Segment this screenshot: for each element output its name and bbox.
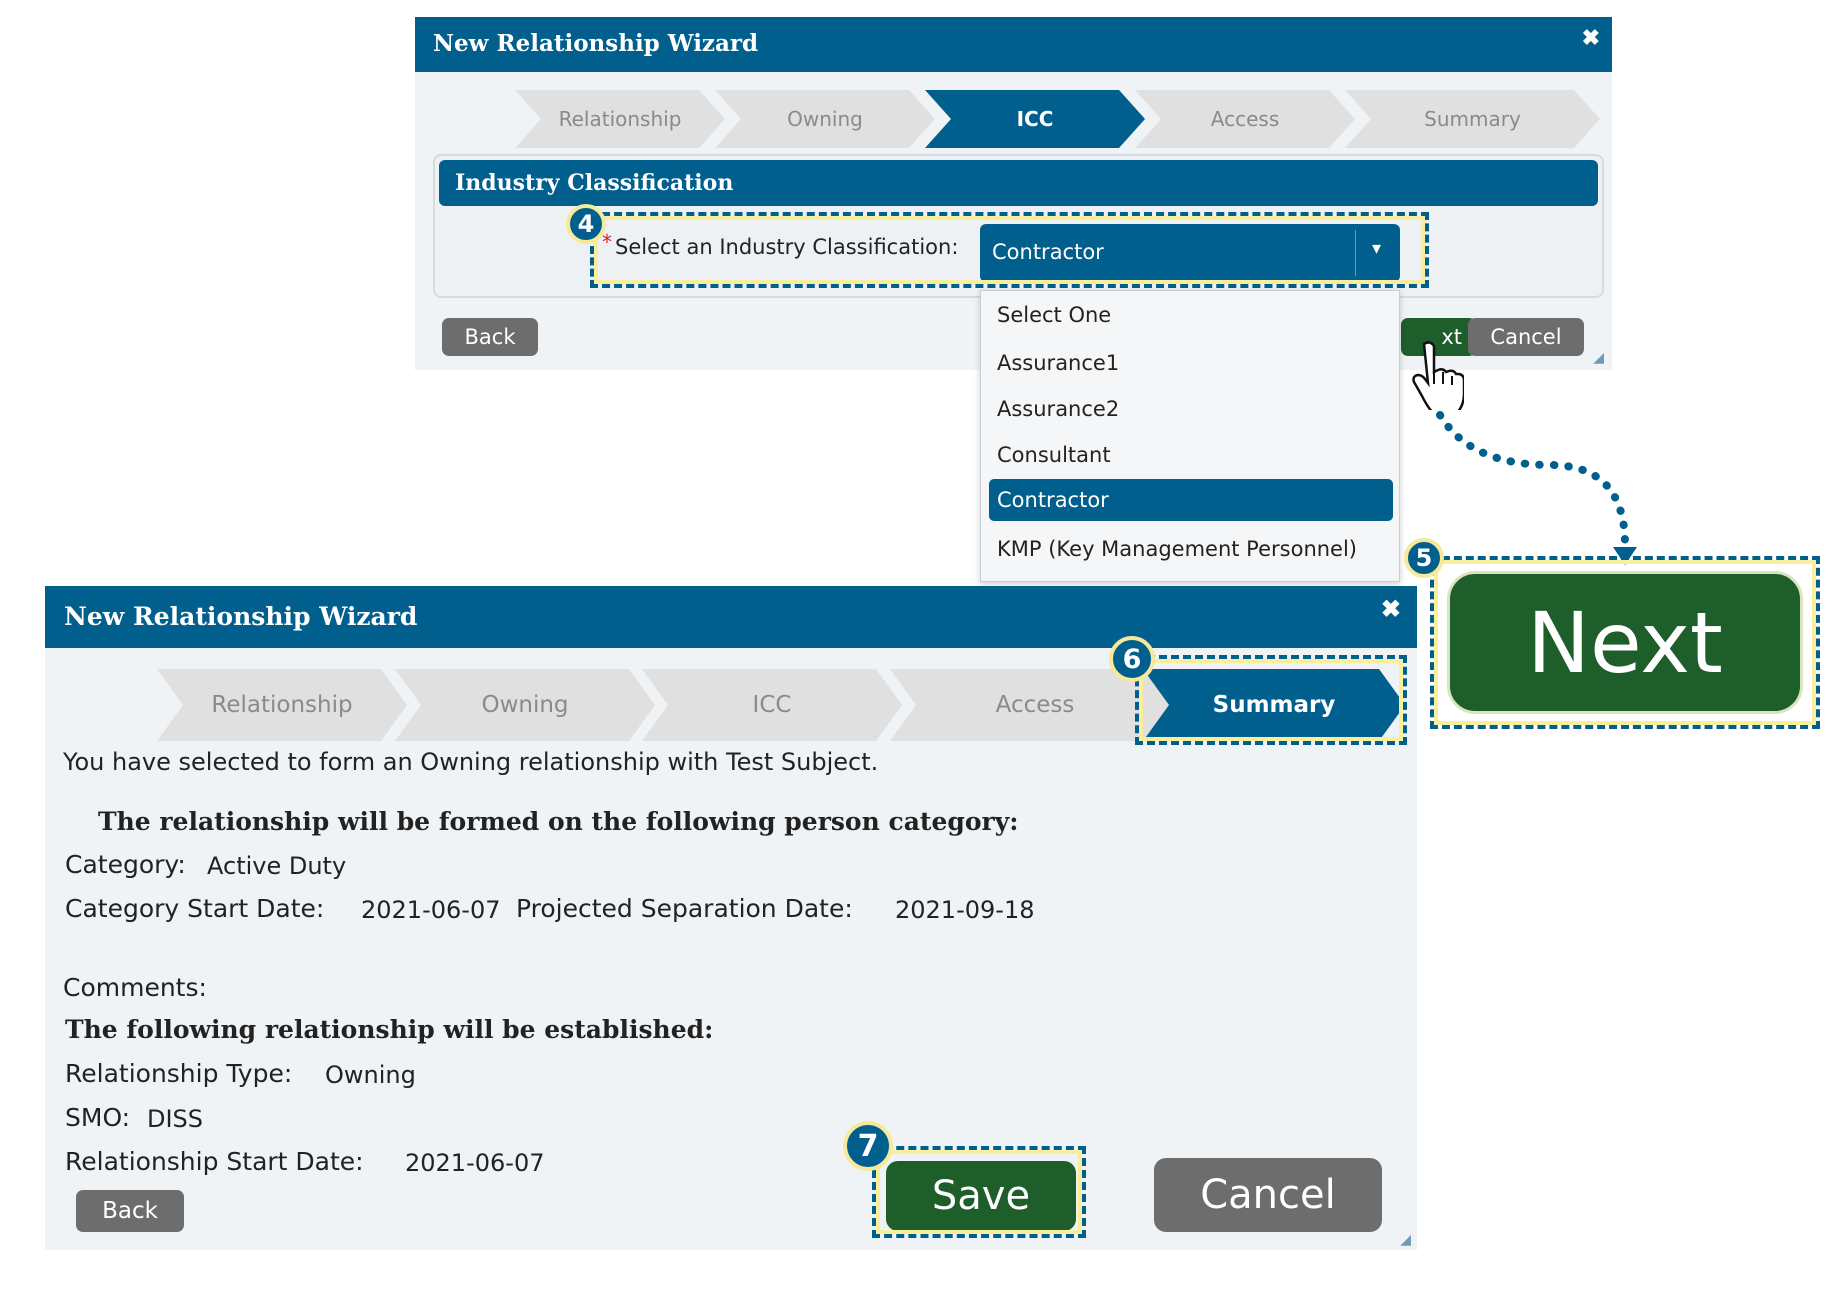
dropdown-option-selected[interactable]: Contractor: [989, 479, 1393, 521]
step7-badge: 7: [843, 1121, 893, 1171]
bottom-wizard-dialog: New Relationship Wizard ✖ Relationship O…: [45, 586, 1417, 1250]
bottom-back-button[interactable]: Back: [76, 1190, 184, 1232]
bottom-dialog-title: New Relationship Wizard: [64, 602, 418, 631]
relationship-start-value: 2021-06-07: [405, 1149, 545, 1177]
top-back-button[interactable]: Back: [442, 318, 538, 356]
section-header: Industry Classification: [439, 160, 1598, 206]
step-label: Access: [995, 692, 1075, 718]
step6-badge: 6: [1109, 636, 1155, 682]
step6-highlight: [1135, 655, 1407, 745]
summary-intro: You have selected to form an Owning rela…: [63, 748, 879, 776]
step-label: Summary: [1424, 107, 1521, 131]
step-relationship[interactable]: Relationship: [515, 90, 725, 148]
step4-badge: 4: [566, 204, 606, 244]
dotted-arrow-icon: [1436, 411, 1637, 565]
step-access[interactable]: Access: [1135, 90, 1355, 148]
industry-select-value: Contractor: [992, 240, 1104, 264]
top-wizard-dialog: New Relationship Wizard ✖ Relationship O…: [415, 17, 1612, 370]
dropdown-option[interactable]: KMP (Key Management Personnel): [997, 537, 1358, 561]
person-category-heading: The relationship will be formed on the f…: [98, 807, 1019, 836]
top-dialog-titlebar: New Relationship Wizard ✖: [415, 17, 1612, 72]
step5-badge: 5: [1404, 538, 1444, 578]
dropdown-option[interactable]: Consultant: [997, 443, 1111, 467]
next-zoom-label: Next: [1527, 593, 1723, 692]
dropdown-option-label: Contractor: [997, 488, 1109, 512]
step-owning[interactable]: Owning: [395, 669, 655, 741]
step-label: Relationship: [211, 692, 353, 718]
top-cancel-button[interactable]: Cancel: [1468, 318, 1584, 356]
save-button[interactable]: Save: [886, 1161, 1076, 1231]
step-label: Relationship: [558, 107, 682, 131]
close-icon[interactable]: ✖: [1581, 25, 1600, 51]
category-label: Category:: [65, 850, 186, 879]
step-relationship[interactable]: Relationship: [157, 669, 407, 741]
next-partial-label: xt: [1441, 325, 1462, 349]
close-icon[interactable]: ✖: [1380, 594, 1401, 623]
resize-grip-icon[interactable]: ◢: [1400, 1232, 1411, 1248]
start-date-value: 2021-06-07: [361, 896, 501, 924]
industry-dropdown-list: Select One Assurance1 Assurance2 Consult…: [980, 290, 1400, 582]
step-label: Summary: [1212, 692, 1336, 718]
industry-field-label: Select an Industry Classification:: [615, 235, 959, 259]
step-label: ICC: [752, 692, 792, 718]
step5-highlight: [1430, 556, 1820, 729]
top-dialog-title: New Relationship Wizard: [433, 30, 759, 57]
step-icc[interactable]: ICC: [642, 669, 902, 741]
select-divider: [1355, 230, 1356, 276]
step-summary[interactable]: Summary: [1345, 90, 1600, 148]
bottom-dialog-titlebar: New Relationship Wizard ✖: [45, 586, 1417, 648]
industry-select[interactable]: Contractor ▾: [980, 224, 1400, 282]
dropdown-option[interactable]: Assurance2: [997, 397, 1120, 421]
smo-label: SMO:: [65, 1103, 131, 1132]
step7-highlight: [872, 1146, 1086, 1238]
step-label: Owning: [481, 692, 569, 718]
top-next-button[interactable]: xt: [1401, 318, 1476, 356]
step-summary[interactable]: Summary: [1143, 669, 1405, 741]
smo-value: DISS: [147, 1105, 204, 1133]
category-value: Active Duty: [207, 852, 347, 880]
step-label: Owning: [787, 107, 863, 131]
relationship-type-value: Owning: [325, 1061, 416, 1089]
step-label: Access: [1210, 107, 1280, 131]
established-heading: The following relationship will be estab…: [65, 1015, 714, 1044]
resize-grip-icon[interactable]: ◢: [1593, 350, 1604, 366]
next-button-zoomed[interactable]: Next: [1447, 571, 1803, 714]
chevron-down-icon[interactable]: ▾: [1372, 238, 1382, 259]
step-owning[interactable]: Owning: [715, 90, 935, 148]
step-icc[interactable]: ICC: [925, 90, 1145, 148]
comments-label: Comments:: [63, 973, 207, 1002]
required-mark: *: [602, 230, 612, 254]
step-label: ICC: [1016, 107, 1054, 131]
start-date-label: Category Start Date:: [65, 894, 325, 923]
dropdown-option[interactable]: Assurance1: [997, 351, 1120, 375]
hand-cursor-icon: [1412, 341, 1464, 410]
relationship-start-label: Relationship Start Date:: [65, 1147, 364, 1176]
separation-value: 2021-09-18: [895, 896, 1035, 924]
relationship-type-label: Relationship Type:: [65, 1059, 293, 1088]
bottom-cancel-button[interactable]: Cancel: [1154, 1158, 1382, 1232]
step4-highlight: [590, 212, 1429, 288]
section-title: Industry Classification: [455, 170, 734, 196]
separation-label: Projected Separation Date:: [516, 894, 853, 923]
dropdown-option[interactable]: Select One: [997, 303, 1112, 327]
